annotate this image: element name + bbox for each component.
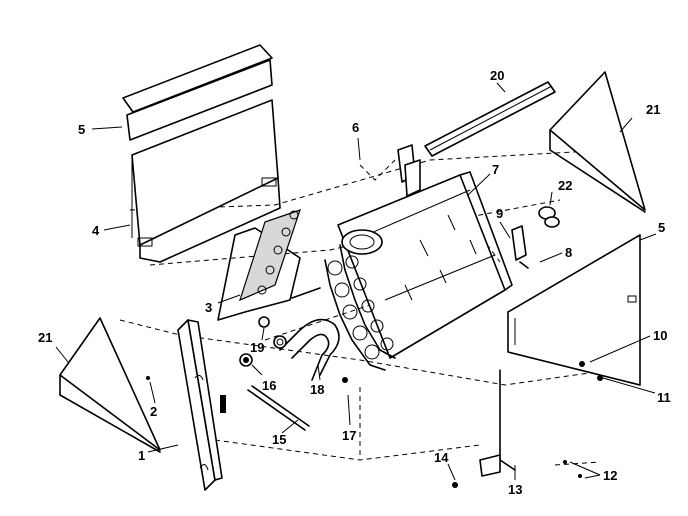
label-part-4: 4 xyxy=(92,223,100,238)
label-part-2: 2 xyxy=(150,404,157,419)
label-part-14: 14 xyxy=(434,450,449,465)
fittings-small xyxy=(239,316,287,367)
coil-tubes xyxy=(324,229,396,371)
label-part-12: 12 xyxy=(603,468,617,483)
front-panel xyxy=(177,319,226,491)
label-part-17: 17 xyxy=(342,428,356,443)
right-bracket xyxy=(146,361,603,488)
leader-lines xyxy=(55,82,657,481)
label-part-3: 3 xyxy=(205,300,212,315)
fitting xyxy=(538,206,560,228)
rod xyxy=(247,385,310,431)
label-part-8: 8 xyxy=(565,245,572,260)
small-clip xyxy=(511,225,529,269)
label-part-5-left: 5 xyxy=(78,122,85,137)
back-panel xyxy=(131,99,281,263)
label-part-10: 10 xyxy=(653,328,667,343)
label-part-21-left: 21 xyxy=(38,330,52,345)
label-part-6: 6 xyxy=(352,120,359,135)
label-part-20: 20 xyxy=(490,68,504,83)
assembly-guide-lines xyxy=(119,149,611,466)
label-part-5-right: 5 xyxy=(658,220,665,235)
label-part-1: 1 xyxy=(138,448,145,463)
top-rail xyxy=(424,81,556,157)
label-part-22: 22 xyxy=(558,178,572,193)
label-part-18: 18 xyxy=(310,382,324,397)
label-part-7: 7 xyxy=(492,162,499,177)
label-part-19: 19 xyxy=(250,340,264,355)
coil-housing xyxy=(337,171,513,359)
top-left-side-panel xyxy=(122,44,273,141)
label-part-9: 9 xyxy=(496,206,503,221)
label-part-11: 11 xyxy=(657,390,671,405)
label-part-21-right: 21 xyxy=(646,102,660,117)
u-tube xyxy=(279,318,340,381)
part-number-labels: 5 4 6 20 21 7 22 9 8 5 10 11 12 13 14 15… xyxy=(38,68,671,497)
label-part-13: 13 xyxy=(508,482,522,497)
label-part-16: 16 xyxy=(262,378,276,393)
top-bracket xyxy=(397,144,421,197)
coil-support-bracket xyxy=(217,209,321,321)
right-side-panel xyxy=(507,234,641,386)
top-right-triangle-cover xyxy=(549,71,646,213)
left-triangle-cover xyxy=(59,317,161,453)
label-part-15: 15 xyxy=(272,432,286,447)
